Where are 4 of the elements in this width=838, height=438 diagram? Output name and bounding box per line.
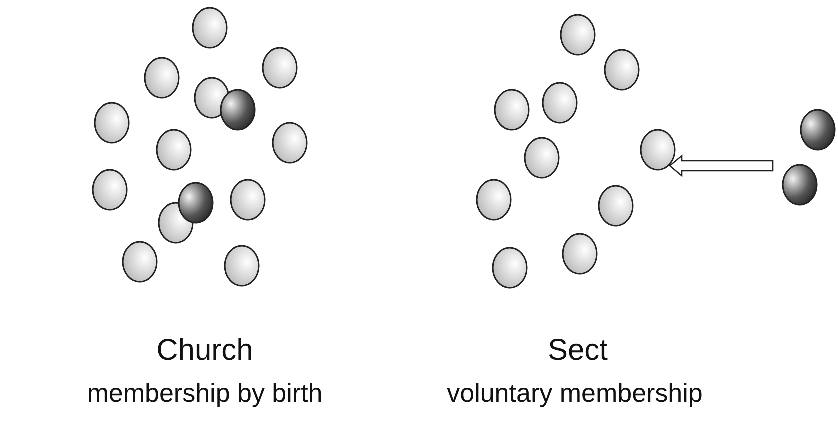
group-caption: membership by birth	[87, 380, 323, 406]
group-caption: voluntary membership	[447, 380, 703, 406]
group-title: Sect	[548, 336, 608, 366]
group-title: Church	[156, 336, 254, 366]
